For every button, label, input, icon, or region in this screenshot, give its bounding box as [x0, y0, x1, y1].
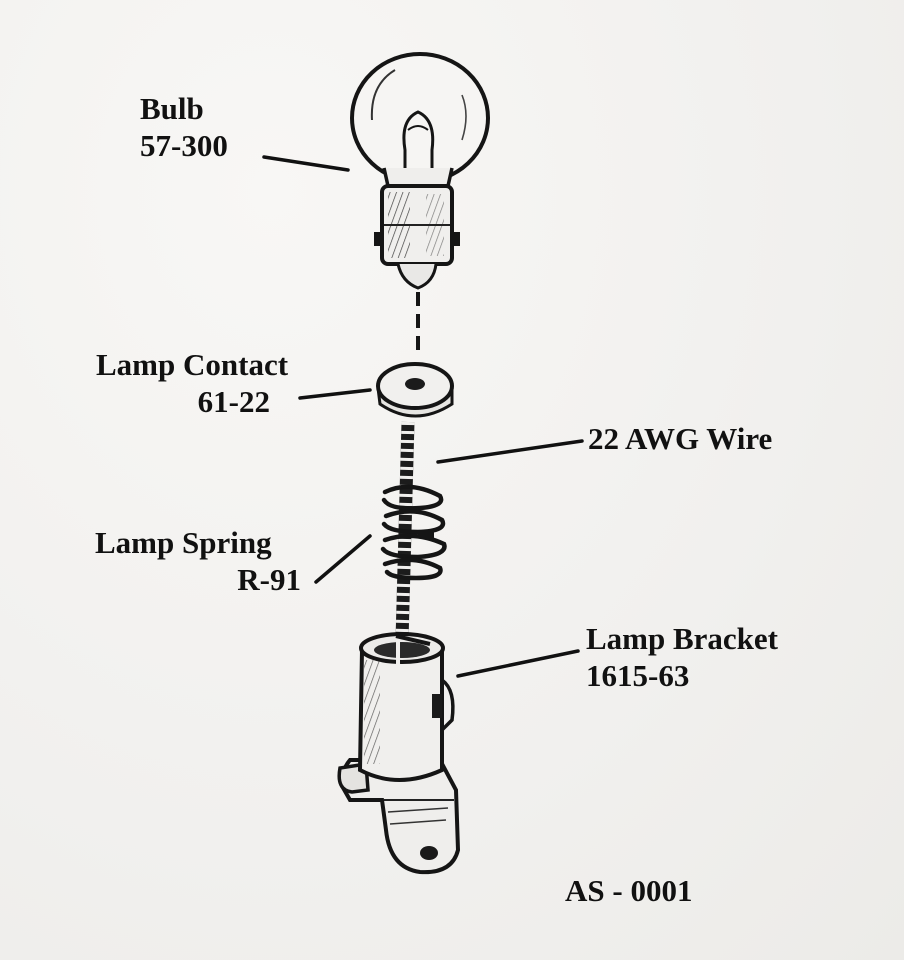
lamp-spring-leader-line	[314, 534, 372, 584]
lamp-contact-callout: Lamp Contact 61-22	[96, 346, 320, 420]
lamp-bracket-name: Lamp Bracket	[586, 621, 779, 656]
wire-leader-line	[436, 439, 584, 464]
lamp-bracket-leader-line	[456, 649, 580, 678]
lamp-bracket-callout: Lamp Bracket 1615-63	[586, 620, 778, 694]
lamp-spring-callout: Lamp Spring R-91	[95, 524, 301, 598]
bulb-leader-line	[262, 155, 350, 172]
wire-callout: 22 AWG Wire	[588, 420, 772, 457]
lamp-spring-name: Lamp Spring	[95, 525, 272, 560]
lamp-contact-name: Lamp Contact	[96, 347, 289, 382]
lamp-contact-drawing	[376, 362, 454, 418]
wire-name: 22 AWG Wire	[588, 421, 773, 456]
lamp-spring-drawing	[380, 484, 447, 581]
lamp-contact-part-number: 61-22	[197, 384, 270, 419]
bulb-callout: Bulb 57-300	[140, 90, 228, 164]
assembly-code: AS - 0001	[565, 873, 693, 908]
bulb-part-number: 57-300	[140, 128, 228, 163]
lamp-contact-leader-line	[298, 388, 372, 400]
bulb-name: Bulb	[140, 91, 204, 126]
leader-lines	[262, 155, 584, 678]
lamp-spring-part-number: R-91	[237, 562, 301, 597]
lamp-bracket-drawing	[337, 632, 461, 875]
bulb-drawing	[350, 52, 490, 352]
lamp-bracket-part-number: 1615-63	[586, 658, 690, 693]
